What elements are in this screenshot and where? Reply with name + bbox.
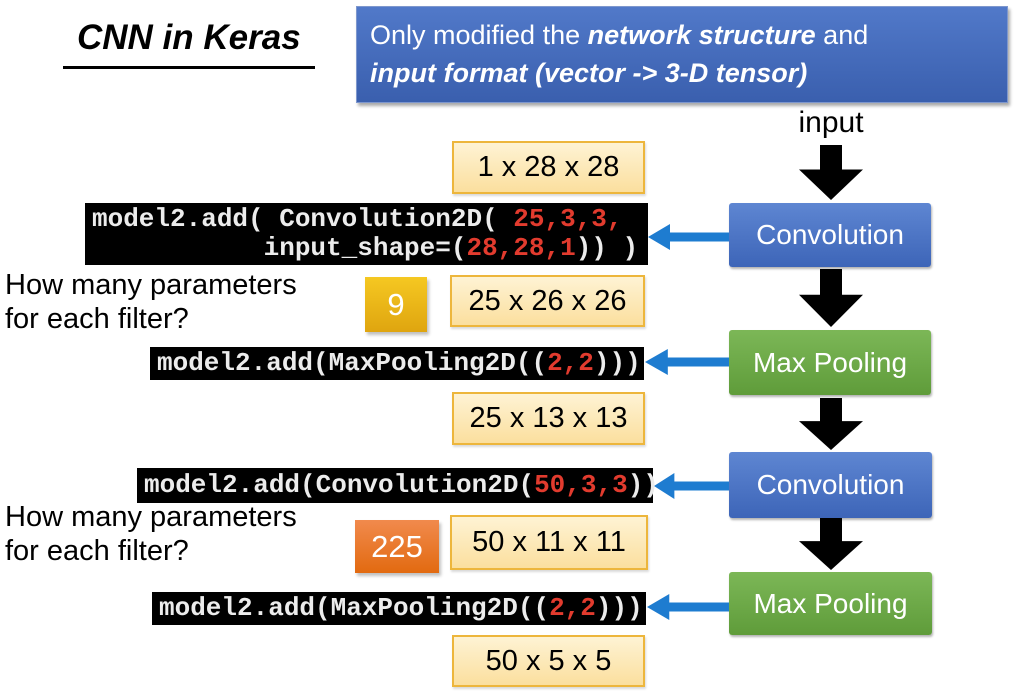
question-parameters-2: How many parameters for each filter?: [5, 501, 297, 567]
header-emphasis-network-structure: network structure: [587, 20, 816, 50]
tensor-dim-box-50x11x11: 50 x 11 x 11: [450, 515, 648, 570]
tensor-dim-box-25x26x26: 25 x 26 x 26: [450, 275, 645, 327]
flow-node-max-pooling-1: Max Pooling: [729, 330, 931, 395]
code-block-convolution-2: model2.add(Convolution2D(50,3,3)): [137, 468, 659, 503]
code-block-max-pooling-2: model2.add(MaxPooling2D((2,2))): [152, 592, 646, 625]
code-block-max-pooling-1: model2.add(MaxPooling2D((2,2))): [150, 347, 644, 380]
header-line-1: Only modified the network structure and: [370, 20, 869, 50]
page-title: CNN in Keras: [63, 18, 315, 69]
answer-badge-9: 9: [365, 277, 427, 332]
flow-node-max-pooling-2: Max Pooling: [729, 572, 932, 635]
tensor-dim-box-50x5x5: 50 x 5 x 5: [452, 635, 645, 687]
tensor-dim-box-1x28x28: 1 x 28 x 28: [452, 141, 645, 194]
flow-node-convolution-1: Convolution: [729, 203, 931, 267]
flow-arrow-down-icon: [799, 518, 863, 570]
header-line-2: input format (vector -> 3-D tensor): [370, 54, 1007, 92]
answer-badge-225: 225: [355, 520, 439, 573]
flow-arrow-down-icon: [799, 269, 863, 327]
code-block-convolution-1: model2.add( Convolution2D( 25,3,3, input…: [85, 203, 648, 265]
flow-node-convolution-2: Convolution: [729, 452, 932, 518]
header-banner: Only modified the network structure and …: [356, 6, 1008, 103]
question-parameters-1: How many parameters for each filter?: [5, 269, 297, 335]
code-pointer-arrow-left-icon: [645, 349, 729, 375]
input-label: input: [798, 106, 864, 139]
code-pointer-arrow-left-icon: [654, 473, 729, 499]
flow-arrow-down-icon: [799, 145, 863, 200]
code-pointer-arrow-left-icon: [648, 224, 729, 250]
tensor-dim-box-25x13x13: 25 x 13 x 13: [452, 392, 645, 445]
flow-arrow-down-icon: [799, 398, 863, 450]
code-pointer-arrow-left-icon: [647, 594, 729, 620]
header-emphasis-input-format: input format (vector -> 3-D tensor): [370, 58, 808, 88]
